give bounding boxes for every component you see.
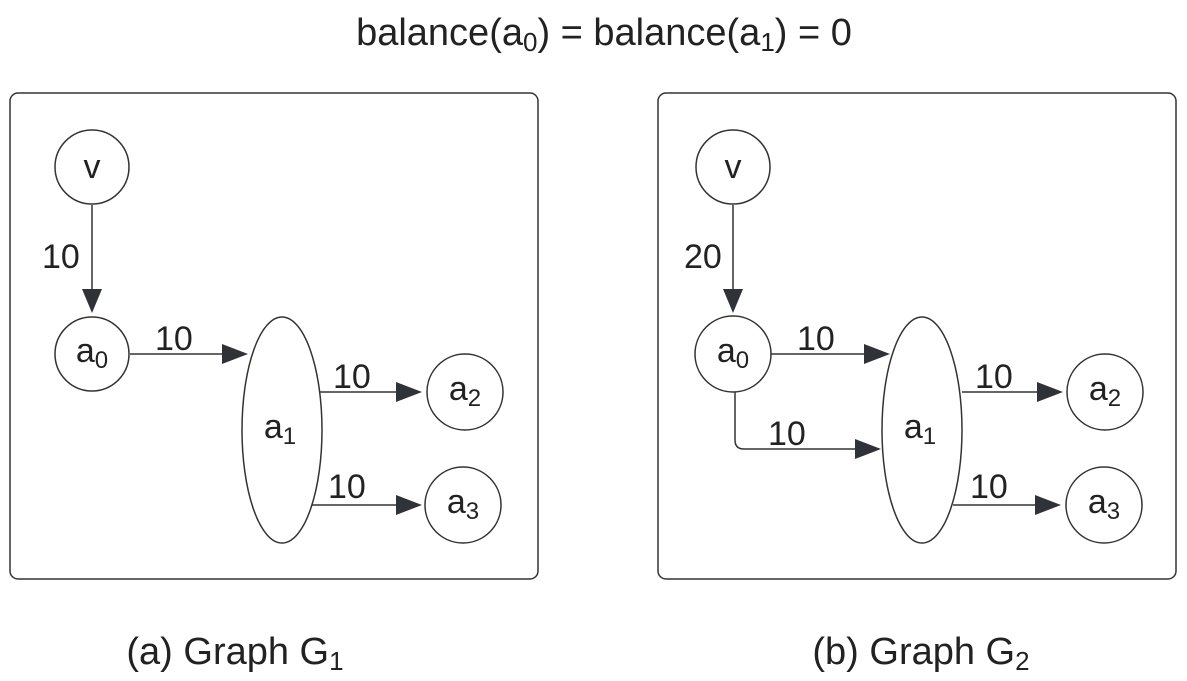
svg-text:a2: a2 [1089,370,1121,412]
node-a2: a2 [1066,353,1144,431]
edge-a1-a2-arrow [396,382,422,402]
svg-text:v: v [725,148,742,186]
edge-a1-a2-arrow [1037,382,1063,402]
edge-label-a1-a3: 10 [328,468,366,506]
svg-text:a1: a1 [904,408,936,450]
edge-a0-a1-top-arrow [864,344,890,364]
edge-label-a0-a1-top: 10 [797,320,835,358]
edge-a0-a1-bottom [734,392,858,450]
node-a1: a1 [881,316,963,544]
edge-a1-a3-arrow [396,495,422,515]
caption-graph-a: (a) Graph G1 [126,631,343,676]
edge-label-a0-a1-bottom: 10 [768,415,806,453]
edge-label-a1-a3: 10 [970,468,1008,506]
svg-text:a3: a3 [1088,483,1120,525]
svg-text:a0: a0 [717,332,749,374]
node-v: v [695,129,771,205]
edge-v-a0-arrow [723,289,743,313]
node-v: v [54,129,130,205]
node-a3: a3 [424,466,502,544]
svg-text:a3: a3 [447,483,479,525]
node-a1: a1 [241,316,323,544]
node-a2: a2 [426,353,504,431]
edge-label-a1-a2: 10 [333,358,371,396]
diagram-title: balance(a0) = balance(a1) = 0 [356,12,852,57]
edge-label-a1-a2: 10 [975,358,1013,396]
edge-a0-a1-arrow [222,344,248,364]
node-a0: a0 [694,315,772,393]
edge-a1-a3-arrow [1035,495,1061,515]
svg-text:v: v [84,148,101,186]
edge-label-v-a0: 20 [684,238,722,276]
node-a3: a3 [1065,466,1143,544]
edge-label-a0-a1: 10 [155,320,193,358]
node-a0: a0 [54,316,130,392]
svg-text:a2: a2 [449,370,481,412]
graph-panel-b: 20 10 10 10 10 v a0 a1 a2 [657,92,1177,580]
edge-a0-a1-bottom-arrow [855,439,881,459]
svg-text:a1: a1 [264,408,296,450]
graph-panel-a: 10 10 10 10 v a0 a1 a2 a3 [9,92,539,580]
svg-text:a0: a0 [76,332,108,374]
edge-label-v-a0: 10 [42,238,80,276]
edge-v-a0-arrow [82,289,102,313]
caption-graph-b: (b) Graph G2 [812,631,1029,676]
